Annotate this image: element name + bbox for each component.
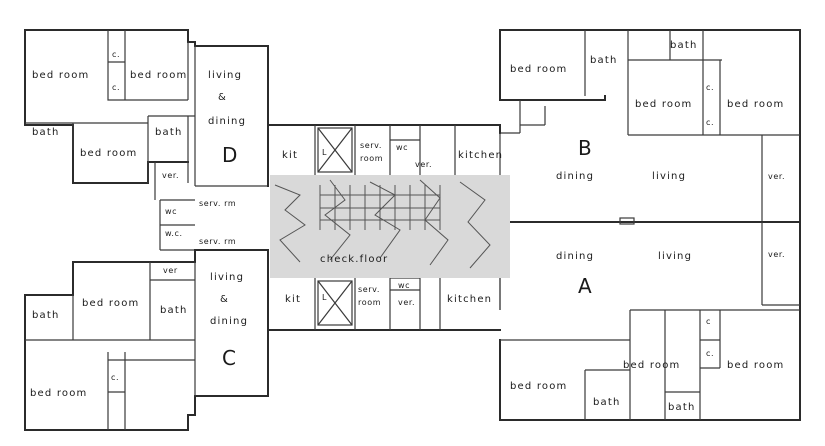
unit-a-closet-2: c. xyxy=(706,349,714,358)
core-lift-1: L xyxy=(322,148,327,157)
unit-a-bath-1: bath xyxy=(593,397,621,408)
unit-d-amp: & xyxy=(218,92,227,103)
unit-d-bath-2: bath xyxy=(155,127,183,138)
unit-c-bath-2: bath xyxy=(160,305,188,316)
unit-d-bed-room-3: bed room xyxy=(80,148,138,159)
core-ver-bottom: ver. xyxy=(398,298,415,307)
unit-b-bed-room-2: bed room xyxy=(635,99,693,110)
unit-b-bath-1: bath xyxy=(590,55,618,66)
unit-d-ver: ver. xyxy=(162,171,179,180)
unit-label-d: D xyxy=(222,143,237,167)
unit-b-living: living xyxy=(652,171,686,182)
core-wc-1: wc xyxy=(165,207,177,216)
core-wc-3: wc xyxy=(396,143,408,152)
unit-label-b: B xyxy=(578,136,592,160)
unit-d-closet-2: c. xyxy=(112,83,120,92)
unit-b-kitchen: kitchen xyxy=(458,150,503,161)
core-wc-2: w.c. xyxy=(165,229,183,238)
unit-a-bed-room-1: bed room xyxy=(510,381,568,392)
unit-d-bed-room-1: bed room xyxy=(32,70,90,81)
unit-b-closet-1: c. xyxy=(706,83,714,92)
unit-c-bed-room-1: bed room xyxy=(82,298,140,309)
unit-label-c: C xyxy=(222,346,236,370)
unit-d-bath-1: bath xyxy=(32,127,60,138)
unit-c-amp: & xyxy=(220,294,229,305)
unit-d-dining: dining xyxy=(208,116,246,127)
unit-a-bed-room-2: bed room xyxy=(623,360,681,371)
unit-a-living: living xyxy=(658,251,692,262)
unit-a-bed-room-3: bed room xyxy=(727,360,785,371)
unit-c-living: living xyxy=(210,272,244,283)
core-lift-2: L xyxy=(322,293,327,302)
unit-d-bed-room-2: bed room xyxy=(130,70,188,81)
unit-c-closet: c. xyxy=(111,373,119,382)
unit-b xyxy=(499,29,801,223)
core-serv-room-bottom-2: room xyxy=(358,298,381,307)
core-kit-top: kit xyxy=(282,150,298,161)
unit-a-closet-1: c xyxy=(706,317,711,326)
unit-c-ver: ver xyxy=(163,266,178,275)
service-core xyxy=(267,124,510,331)
unit-b-closet-2: c. xyxy=(706,118,714,127)
unit-d xyxy=(24,29,269,251)
core-serv-room-top-1: serv. xyxy=(360,141,382,150)
core-corridor: check.floor xyxy=(320,254,388,265)
core-kitchen-bottom: kitchen xyxy=(447,294,492,305)
unit-c-bed-room-2: bed room xyxy=(30,388,88,399)
core-wc-4: wc xyxy=(398,281,410,290)
core-serv-rm-2: serv. rm xyxy=(199,237,236,246)
unit-a-bath-2: bath xyxy=(668,402,696,413)
core-serv-rm-1: serv. rm xyxy=(199,199,236,208)
core-kit-bottom: kit xyxy=(285,294,301,305)
unit-b-ver: ver. xyxy=(768,172,785,181)
unit-b-dining: dining xyxy=(556,171,594,182)
unit-c-bath-1: bath xyxy=(32,310,60,321)
core-serv-room-bottom-1: serv. xyxy=(358,285,380,294)
unit-d-closet-1: c. xyxy=(112,50,120,59)
unit-b-bed-room-1: bed room xyxy=(510,64,568,75)
unit-a-ver: ver. xyxy=(768,250,785,259)
unit-d-living: living xyxy=(208,70,242,81)
unit-c-dining: dining xyxy=(210,316,248,327)
unit-b-bed-room-3: bed room xyxy=(727,99,785,110)
unit-a-dining: dining xyxy=(556,251,594,262)
core-serv-room-top-2: room xyxy=(360,154,383,163)
core-ver-top: ver. xyxy=(415,160,432,169)
unit-label-a: A xyxy=(578,274,592,298)
unit-b-bath-2: bath xyxy=(670,40,698,51)
